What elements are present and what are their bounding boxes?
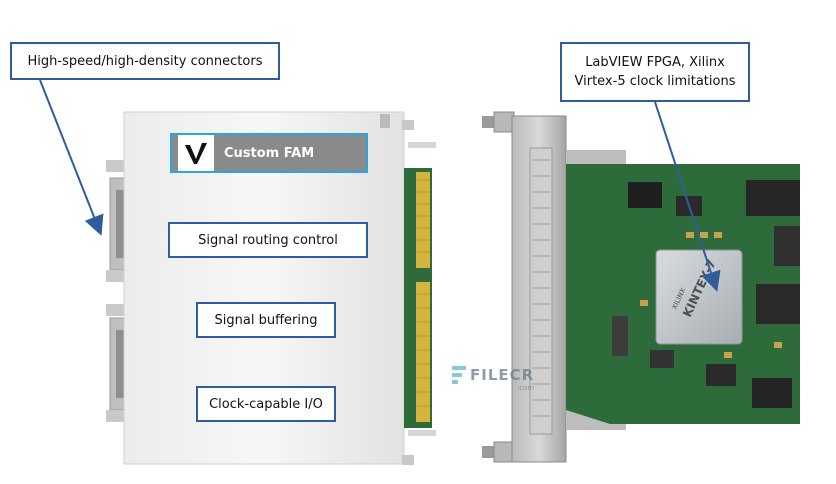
- watermark-logo-icon: [452, 366, 466, 384]
- arrow-fpga: [654, 101, 721, 292]
- custom-fam-badge: Custom FAM: [170, 133, 368, 173]
- arrow-connectors: [39, 79, 104, 236]
- callout-fpga: LabVIEW FPGA, Xilinx Virtex-5 clock limi…: [560, 42, 750, 102]
- watermark-subtext: .com: [517, 384, 535, 392]
- watermark: FILECR: [452, 366, 534, 384]
- feature-clock-io-text: Clock-capable I/O: [209, 396, 323, 412]
- feature-signal-buffering: Signal buffering: [196, 302, 336, 338]
- callout-connectors: High-speed/high-density connectors: [10, 42, 280, 80]
- custom-fam-label: Custom FAM: [224, 145, 315, 161]
- callout-fpga-line1: LabVIEW FPGA, Xilinx: [585, 55, 725, 70]
- feature-signal-routing: Signal routing control: [168, 222, 368, 258]
- feature-signal-routing-text: Signal routing control: [198, 232, 338, 248]
- watermark-text: FILECR: [470, 366, 535, 384]
- fpga-board: XILINX KINTEX-7: [482, 111, 800, 463]
- feature-clock-io: Clock-capable I/O: [196, 386, 336, 422]
- v-logo-icon: [178, 135, 214, 171]
- feature-signal-buffering-text: Signal buffering: [214, 312, 318, 328]
- callout-fpga-line2: Virtex-5 clock limitations: [574, 74, 736, 89]
- callout-connectors-text: High-speed/high-density connectors: [27, 53, 263, 69]
